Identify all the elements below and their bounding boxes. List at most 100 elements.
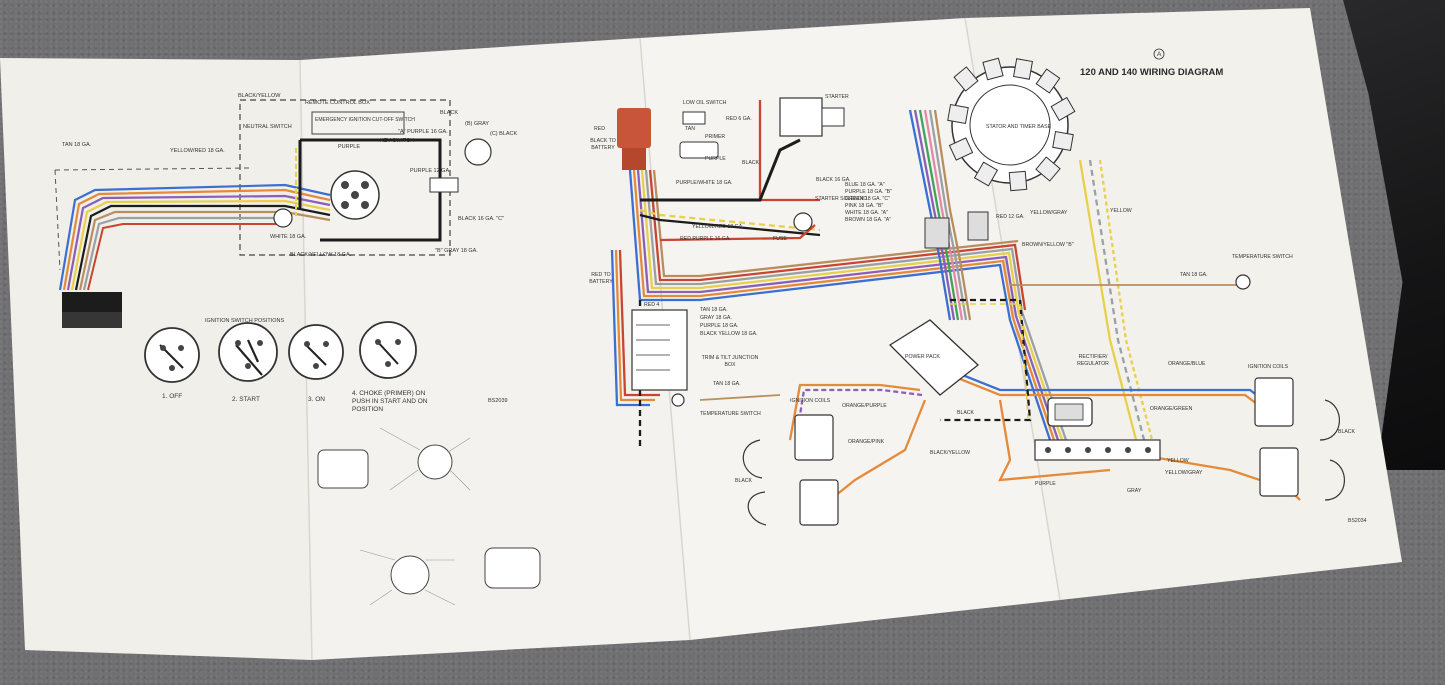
purple-plug xyxy=(429,177,459,193)
paper-panel-2 xyxy=(300,38,690,660)
label-brown-18-a: BROWN 18 GA. "A" xyxy=(845,217,891,223)
label-a-purple: "A" PURPLE 16 GA. xyxy=(398,129,448,135)
harness-connector-drawings xyxy=(317,427,541,606)
paper-panel-3 xyxy=(640,18,1060,640)
label-red-to-battery: RED TO BATTERY xyxy=(589,272,613,285)
label-stator: STATOR AND TIMER BASE xyxy=(986,124,1052,130)
position-start: 2. START xyxy=(232,396,260,403)
label-yellow-red-18: YELLOW/RED 18 GA. xyxy=(170,148,225,154)
neutral-switch xyxy=(273,208,293,228)
label-black-left: BLACK xyxy=(735,478,753,484)
title-badge: A xyxy=(1157,51,1162,58)
label-purple-white-18: PURPLE/WHITE 18 GA. xyxy=(676,180,733,186)
label-orange-pink: ORANGE/PINK xyxy=(848,439,885,445)
label-black-to-battery: BLACK TO BATTERY xyxy=(590,138,616,151)
starter-solenoid xyxy=(793,212,813,232)
label-yellow-gray-bottom: YELLOW/GRAY xyxy=(1165,470,1203,476)
label-tan: TAN xyxy=(685,126,695,132)
label-tan-18-lower: TAN 18 GA. xyxy=(713,381,741,387)
label-b-gray-18: "B" GRAY 18 GA. xyxy=(435,248,478,254)
label-black-yellow-18: BLACK YELLOW 18 GA. xyxy=(700,331,758,337)
temperature-switch-bottom xyxy=(671,393,685,407)
cutoff-switch-box xyxy=(311,111,405,135)
label-ignition-coils-right: IGNITION COILS xyxy=(1248,364,1289,370)
trim-tilt-junction-box xyxy=(631,309,688,391)
label-trim-tilt: TRIM & TILT JUNCTION BOX xyxy=(701,355,759,368)
ignition-position-dials xyxy=(144,321,417,383)
label-yellow-red-18: YELLOW/RED 18 GA. xyxy=(692,224,744,230)
label-rectifier-wrap: RECTIFIER/ REGULATOR xyxy=(1077,354,1109,367)
label-purple-bottom: PURPLE xyxy=(1035,481,1056,487)
terminal-strip xyxy=(1034,439,1161,461)
connector-face-lower xyxy=(390,555,430,595)
label-black: BLACK xyxy=(742,160,760,166)
harness-connector-black xyxy=(62,292,122,328)
label-black-yellow: BLACK/YELLOW xyxy=(238,93,281,99)
position-choke-wrapper: 4. CHOKE (PRIMER) ON PUSH IN START AND O… xyxy=(352,390,428,413)
label-white-18-a: WHITE 18 GA. "A" xyxy=(845,210,888,216)
label-orange-purple: ORANGE/PURPLE xyxy=(842,403,887,409)
red-connector xyxy=(617,108,651,148)
dial-choke xyxy=(359,321,417,379)
label-power-pack: POWER PACK xyxy=(905,354,940,360)
label-gray: GRAY xyxy=(1127,488,1142,494)
connector-drawing-upper xyxy=(317,449,369,489)
label-black-yellow: BLACK/YELLOW xyxy=(930,450,970,456)
engine-components xyxy=(617,97,1345,526)
dial-off xyxy=(144,327,200,383)
label-gray-18: GRAY 18 GA. xyxy=(700,315,732,321)
label-purple: PURPLE xyxy=(338,144,360,150)
label-starter-solenoid: STARTER SOLENOID xyxy=(815,196,867,202)
label-blue-18-a: BLUE 18 GA. "A" xyxy=(845,182,885,188)
low-oil-switch xyxy=(682,111,706,125)
label-purple-18: PURPLE 18 GA. xyxy=(700,323,738,329)
label-green-18-c: GREEN 18 GA. "C" xyxy=(845,196,890,202)
label-black-to-battery-wrap: BLACK TO BATTERY xyxy=(590,138,616,151)
label-tan-18-mid: TAN 18 GA. xyxy=(700,307,728,313)
label-red-to-battery-wrap: RED TO BATTERY xyxy=(589,272,613,285)
ignition-coils-left xyxy=(742,414,839,526)
label-white-18: WHITE 18 GA. xyxy=(270,234,307,240)
label-b-gray: (B) GRAY xyxy=(465,121,489,127)
harness-plug-2 xyxy=(967,211,989,241)
label-low-oil: LOW OIL SWITCH xyxy=(683,100,727,106)
label-red-6: RED 6 GA. xyxy=(726,116,752,122)
label-black-yellow-18: BLACK/YELLOW 18 GA. xyxy=(290,252,352,258)
right-part-number: BS2034 xyxy=(1348,518,1367,524)
label-yellow-bottom: YELLOW xyxy=(1167,458,1189,464)
label-rectifier: RECTIFIER/ REGULATOR xyxy=(1077,354,1109,367)
label-black-right: BLACK xyxy=(1338,429,1356,435)
connector-abc xyxy=(464,138,492,166)
power-pack xyxy=(888,319,979,396)
label-starter: STARTER xyxy=(825,94,849,100)
dial-on xyxy=(288,324,344,380)
left-part-number: BS2039 xyxy=(488,398,508,404)
label-brown-yellow-b: BROWN/YELLOW "B" xyxy=(1022,242,1074,248)
label-emergency-cutoff: EMERGENCY IGNITION CUT-OFF SWITCH xyxy=(315,117,415,123)
temperature-switch-top xyxy=(1235,274,1251,290)
label-purple-12: PURPLE 12 GA. xyxy=(410,168,451,174)
label-red: RED xyxy=(594,126,605,132)
label-black-pp: BLACK xyxy=(957,410,975,416)
label-yellow: YELLOW xyxy=(1110,208,1132,214)
label-purple: PURPLE xyxy=(705,156,726,162)
label-pink-18-b: PINK 18 GA. "B" xyxy=(845,203,883,209)
label-orange-blue: ORANGE/BLUE xyxy=(1168,361,1206,367)
remote-control-diagram xyxy=(54,99,492,328)
diagram-title: 120 AND 140 WIRING DIAGRAM xyxy=(1080,67,1223,78)
dial-start xyxy=(218,322,278,382)
label-remote-control-box: REMOTE CONTROL BOX xyxy=(305,100,370,106)
position-choke: 4. CHOKE (PRIMER) ON PUSH IN START AND O… xyxy=(352,390,428,413)
label-yellow-gray: YELLOW/GRAY xyxy=(1030,210,1068,216)
label-fuse: FUSE xyxy=(773,236,787,242)
label-ignition-positions: IGNITION SWITCH POSITIONS xyxy=(205,318,284,324)
position-on: 3. ON xyxy=(308,396,325,403)
label-red-4: RED 4 xyxy=(644,302,659,308)
label-neutral-switch: NEUTRAL SWITCH xyxy=(243,124,292,130)
connector-drawing-lower xyxy=(484,547,541,589)
label-black-16-c: BLACK 16 GA. "C" xyxy=(458,216,504,222)
label-primer: PRIMER xyxy=(705,134,725,140)
harness-plug-1 xyxy=(924,217,950,249)
label-purple-18-b: PURPLE 18 GA. "B" xyxy=(845,189,892,195)
